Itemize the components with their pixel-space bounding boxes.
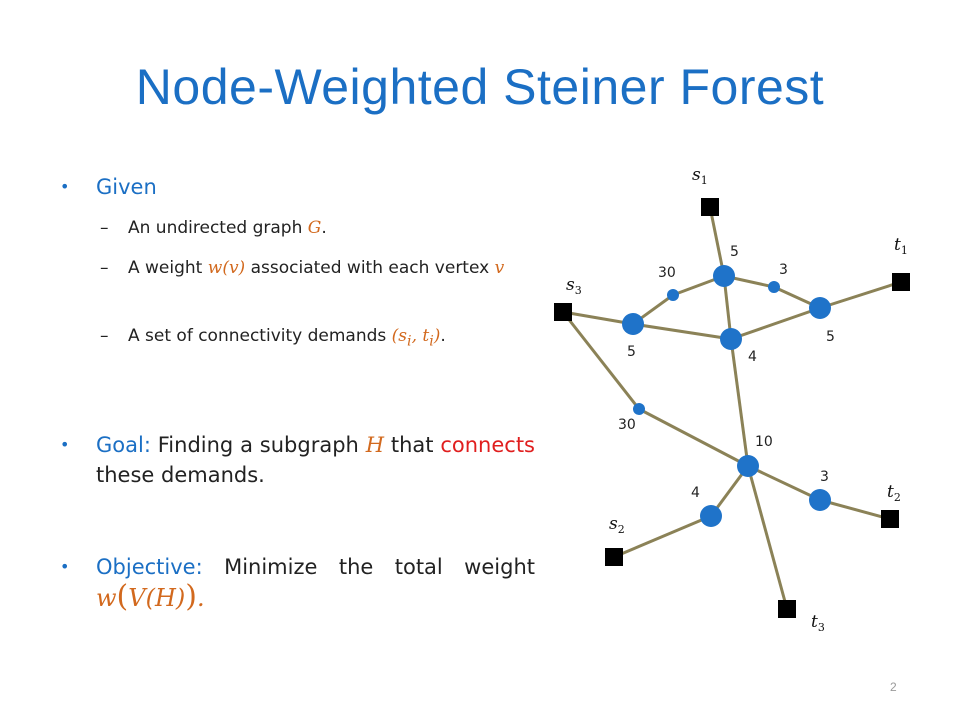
sub-bullet-demands: – A set of connectivity demands (si, ti)… (100, 324, 535, 353)
sub-bullet-text: An undirected graph G. (128, 216, 535, 240)
graph-symbol: G (307, 218, 322, 238)
node-lower-left (700, 505, 722, 527)
node-top-left-small (667, 289, 679, 301)
edge (708, 206, 726, 277)
bullet-objective: • Objective: Minimize the total weight w… (60, 552, 535, 614)
objective-label: Objective: (96, 555, 203, 579)
node-lower-right (809, 489, 831, 511)
goal-text: Goal: Finding a subgraph H that connects… (96, 430, 535, 490)
weight-top-right-small: 3 (779, 262, 788, 278)
dash: – (100, 326, 109, 346)
edge (562, 310, 634, 326)
edge (632, 322, 732, 341)
dash: – (100, 218, 109, 238)
edge (819, 280, 902, 310)
formula-inner: V(H) (128, 584, 186, 612)
node-right (809, 297, 831, 319)
goal-text-3: these demands. (96, 463, 265, 487)
terminal-t2 (881, 510, 899, 528)
node-left (622, 313, 644, 335)
goal-connects: connects (440, 433, 535, 457)
node-top (713, 265, 735, 287)
bullet-given: • Given (60, 172, 535, 202)
label-t3: t3 (811, 612, 825, 634)
formula-close: ) (185, 579, 197, 614)
edge (746, 465, 789, 610)
sub-bullet-weight: – A weight w(v) associated with each ver… (100, 256, 535, 280)
weight-right: 5 (826, 329, 835, 345)
weight-top: 5 (730, 244, 739, 260)
formula-end: . (196, 584, 205, 612)
pair-sub-2: i (429, 333, 434, 350)
formula-open: ( (116, 579, 129, 614)
bullet-dot: • (60, 435, 70, 454)
pair-open: (s (391, 326, 408, 346)
label-s1: s1 (692, 165, 708, 187)
dash: – (100, 258, 109, 278)
formula-w: w (96, 584, 117, 612)
edge (638, 407, 749, 468)
node-top-right-small (768, 281, 780, 293)
weight-function: w(v) (207, 258, 246, 278)
edge (729, 338, 750, 467)
demands-text: A set of connectivity demands (128, 326, 392, 346)
weight-center: 4 (748, 349, 757, 365)
weight-top-left-small: 30 (658, 265, 676, 281)
terminal-s2 (605, 548, 623, 566)
bullet-goal: • Goal: Finding a subgraph H that connec… (60, 430, 535, 490)
given-label: Given (96, 175, 157, 199)
terminal-t3 (778, 600, 796, 618)
objective-text: Objective: Minimize the total weight w(V… (96, 552, 535, 614)
objective-formula: w(V(H)). (96, 582, 205, 613)
terminal-s1 (701, 198, 719, 216)
terminal-t1 (892, 273, 910, 291)
pair-close: ) (433, 326, 441, 346)
label-t2: t2 (887, 482, 901, 504)
sub-bullet-text: A set of connectivity demands (si, ti). (128, 324, 535, 353)
weight-text: A weight (128, 258, 208, 278)
goal-text-2: that (384, 433, 441, 457)
node-hub (737, 455, 759, 477)
weight-mid-left-small: 30 (618, 417, 636, 433)
demands-pair: (si, ti) (391, 326, 441, 350)
terminal-s3 (554, 303, 572, 321)
bullet-dot: • (60, 177, 70, 196)
bullet-dot: • (60, 557, 70, 576)
goal-text-1: Finding a subgraph (150, 433, 366, 457)
terminal-nodes (554, 198, 910, 618)
weight-lower-right: 3 (820, 469, 829, 485)
weight-mid-text: associated with each vertex (245, 258, 495, 278)
node-mid-left-small (633, 403, 645, 415)
graph-edges (561, 206, 902, 610)
sub-bullet-graph: – An undirected graph G. (100, 216, 535, 240)
edge (561, 311, 641, 410)
pair-comma: , t (411, 326, 430, 346)
graph-text: An undirected graph (128, 218, 308, 238)
edge (747, 464, 821, 502)
label-t1: t1 (894, 235, 908, 257)
weight-hub: 10 (755, 434, 773, 450)
subgraph-symbol: H (365, 433, 385, 457)
edge (613, 514, 712, 559)
sub-bullet-text: A weight w(v) associated with each verte… (128, 256, 535, 280)
weight-lower-left: 4 (691, 485, 700, 501)
objective-body: Minimize the total weight (202, 555, 535, 579)
graph-nodes (622, 265, 831, 527)
demands-end: . (440, 326, 446, 346)
label-s3: s3 (566, 275, 582, 297)
edge (730, 306, 821, 341)
goal-label: Goal: (96, 433, 151, 457)
vertex-symbol: v (494, 258, 505, 278)
node-center (720, 328, 742, 350)
edge (819, 498, 891, 521)
graph-end: . (321, 218, 327, 238)
page-number: 2 (890, 680, 897, 694)
pair-sub-1: i (407, 333, 412, 350)
slide-title: Node-Weighted Steiner Forest (135, 59, 825, 115)
label-s2: s2 (609, 514, 625, 536)
weight-left: 5 (627, 344, 636, 360)
